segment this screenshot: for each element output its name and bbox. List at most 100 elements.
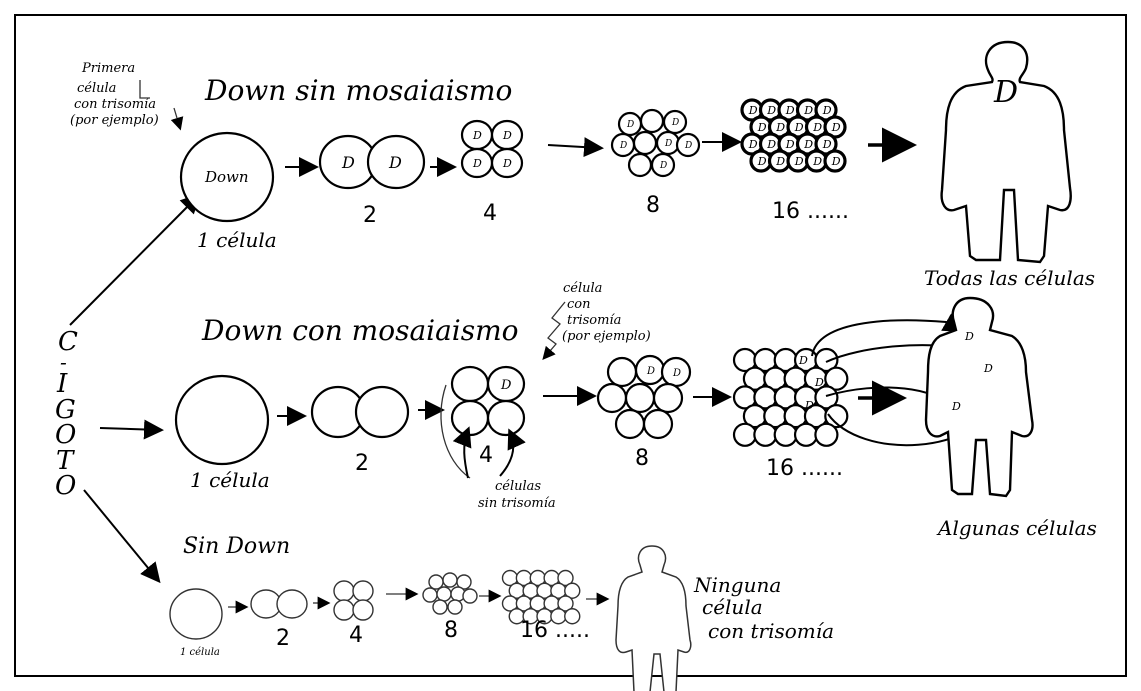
mark-d: D xyxy=(748,138,758,151)
arrow-sin-trisomia-2 xyxy=(500,432,513,476)
count-4-bottom: 4 xyxy=(349,623,363,648)
count-16-top: 16 ...... xyxy=(772,199,849,224)
count-2-top: 2 xyxy=(363,203,377,228)
row-down-con-mosaicismo: Down con mosaiaismo célula con trisomía … xyxy=(176,281,1097,540)
mark-d: D xyxy=(775,155,785,168)
cells-4-bottom xyxy=(334,581,373,620)
mark-d: D xyxy=(803,138,813,151)
mark-d: D xyxy=(812,155,822,168)
cell-single-mid xyxy=(176,376,268,464)
cell xyxy=(754,424,776,446)
mark-d: D xyxy=(646,366,655,377)
cells-8-top: D D D D D D xyxy=(612,110,699,176)
note-primera: Primera xyxy=(81,61,135,76)
cell xyxy=(775,424,797,446)
mark-d: D xyxy=(500,378,512,393)
mark-d-person: D xyxy=(983,362,993,375)
mark-d-person: D xyxy=(964,330,974,343)
note-con-trisomia: con trisomía xyxy=(74,97,156,112)
mark-d: D xyxy=(766,104,776,117)
note-mid-con: con xyxy=(567,297,590,312)
row-down-sin-mosaicismo: Down sin mosaiaismo Primera célula con t… xyxy=(70,42,1095,290)
mark-d: D xyxy=(831,121,841,134)
label-con-trisomia-bottom: con trisomía xyxy=(708,619,834,643)
cell-single-bottom xyxy=(170,589,222,639)
mark-d: D xyxy=(664,139,672,149)
mark-d: D xyxy=(812,121,822,134)
mark-d: D xyxy=(619,141,627,151)
mark-d: D xyxy=(794,155,804,168)
mark-d: D xyxy=(684,141,692,151)
cell xyxy=(734,424,756,446)
cells-16-mid: DDD xyxy=(734,349,847,446)
cell-2b-bottom xyxy=(277,590,307,618)
mark-d: D xyxy=(798,354,808,367)
label-down: Down xyxy=(204,168,249,186)
mark-d: D xyxy=(831,155,841,168)
person-algunas xyxy=(926,298,1033,496)
mark-d: D xyxy=(626,120,634,130)
mark-d: D xyxy=(785,138,795,151)
cells-4-mid: D xyxy=(452,367,524,435)
cells-8-mid: D D xyxy=(598,356,690,438)
zygote-letter-o2: O xyxy=(55,471,76,501)
mark-d: D xyxy=(502,157,512,170)
mark-d: D xyxy=(822,138,832,151)
mark-d: D xyxy=(757,121,767,134)
note-mid-celula: célula xyxy=(563,281,602,296)
mark-d-person: D xyxy=(951,400,961,413)
count-2-mid: 2 xyxy=(355,451,369,476)
arrow-4-to-8-top xyxy=(548,145,600,148)
mark-d: D xyxy=(766,138,776,151)
note-mid-por-ejemplo: (por ejemplo) xyxy=(562,329,651,344)
label-1-celula-top: 1 célula xyxy=(197,228,277,252)
label-algunas-celulas: Algunas células xyxy=(936,516,1097,540)
mark-d: D xyxy=(388,153,402,172)
row-sin-down: Sin Down 1 célula 2 4 xyxy=(170,534,834,691)
mark-d: D xyxy=(794,121,804,134)
cells-4-top: D D D D xyxy=(462,121,522,177)
title-down-sin-mosaicismo: Down sin mosaiaismo xyxy=(204,74,512,107)
note-mid-trisomia: trisomía xyxy=(567,313,621,328)
cells-8-bottom xyxy=(423,573,477,614)
arrow-sin-trisomia-1 xyxy=(464,430,468,478)
arrow-zygote-to-bottom xyxy=(84,490,158,580)
count-8-mid: 8 xyxy=(635,446,649,471)
zygote-label: C - I G O T O xyxy=(55,327,78,501)
mark-d: D xyxy=(803,104,813,117)
mark-d: D xyxy=(814,376,824,389)
mark-d: D xyxy=(672,368,681,379)
mark-d: D xyxy=(804,399,814,412)
count-8-bottom: 8 xyxy=(444,618,458,643)
mark-d: D xyxy=(659,161,667,171)
mark-d: D xyxy=(775,121,785,134)
label-1-celula-mid: 1 célula xyxy=(190,468,270,492)
count-16-mid: 16 ...... xyxy=(766,456,843,481)
label-celula-bottom: célula xyxy=(702,595,763,619)
count-4-mid: 4 xyxy=(479,443,493,468)
count-2-bottom: 2 xyxy=(276,626,290,651)
count-16-bottom: 16 ..... xyxy=(520,618,590,643)
arrow-zygote-to-middle xyxy=(100,428,160,430)
note-celulas: células xyxy=(495,479,541,494)
mark-d: D xyxy=(502,129,512,142)
arrow-zygote-to-top xyxy=(70,196,198,325)
title-down-con-mosaicismo: Down con mosaiaismo xyxy=(201,314,519,347)
label-todas-las-celulas: Todas las células xyxy=(924,266,1095,290)
person-ninguna xyxy=(616,546,691,691)
note-pointer xyxy=(140,80,150,98)
cell-2b-mid xyxy=(356,387,408,437)
note-sin-trisomia: sin trisomía xyxy=(478,496,556,511)
cell xyxy=(795,424,817,446)
mark-d: D xyxy=(671,118,679,128)
cell xyxy=(815,424,837,446)
label-ninguna: Ninguna xyxy=(693,573,781,597)
count-4-top: 4 xyxy=(483,201,497,226)
mark-d: D xyxy=(757,155,767,168)
mark-d-person: D xyxy=(993,75,1018,110)
mark-d: D xyxy=(748,104,758,117)
note-arrow xyxy=(174,108,180,128)
mark-d: D xyxy=(472,129,482,142)
